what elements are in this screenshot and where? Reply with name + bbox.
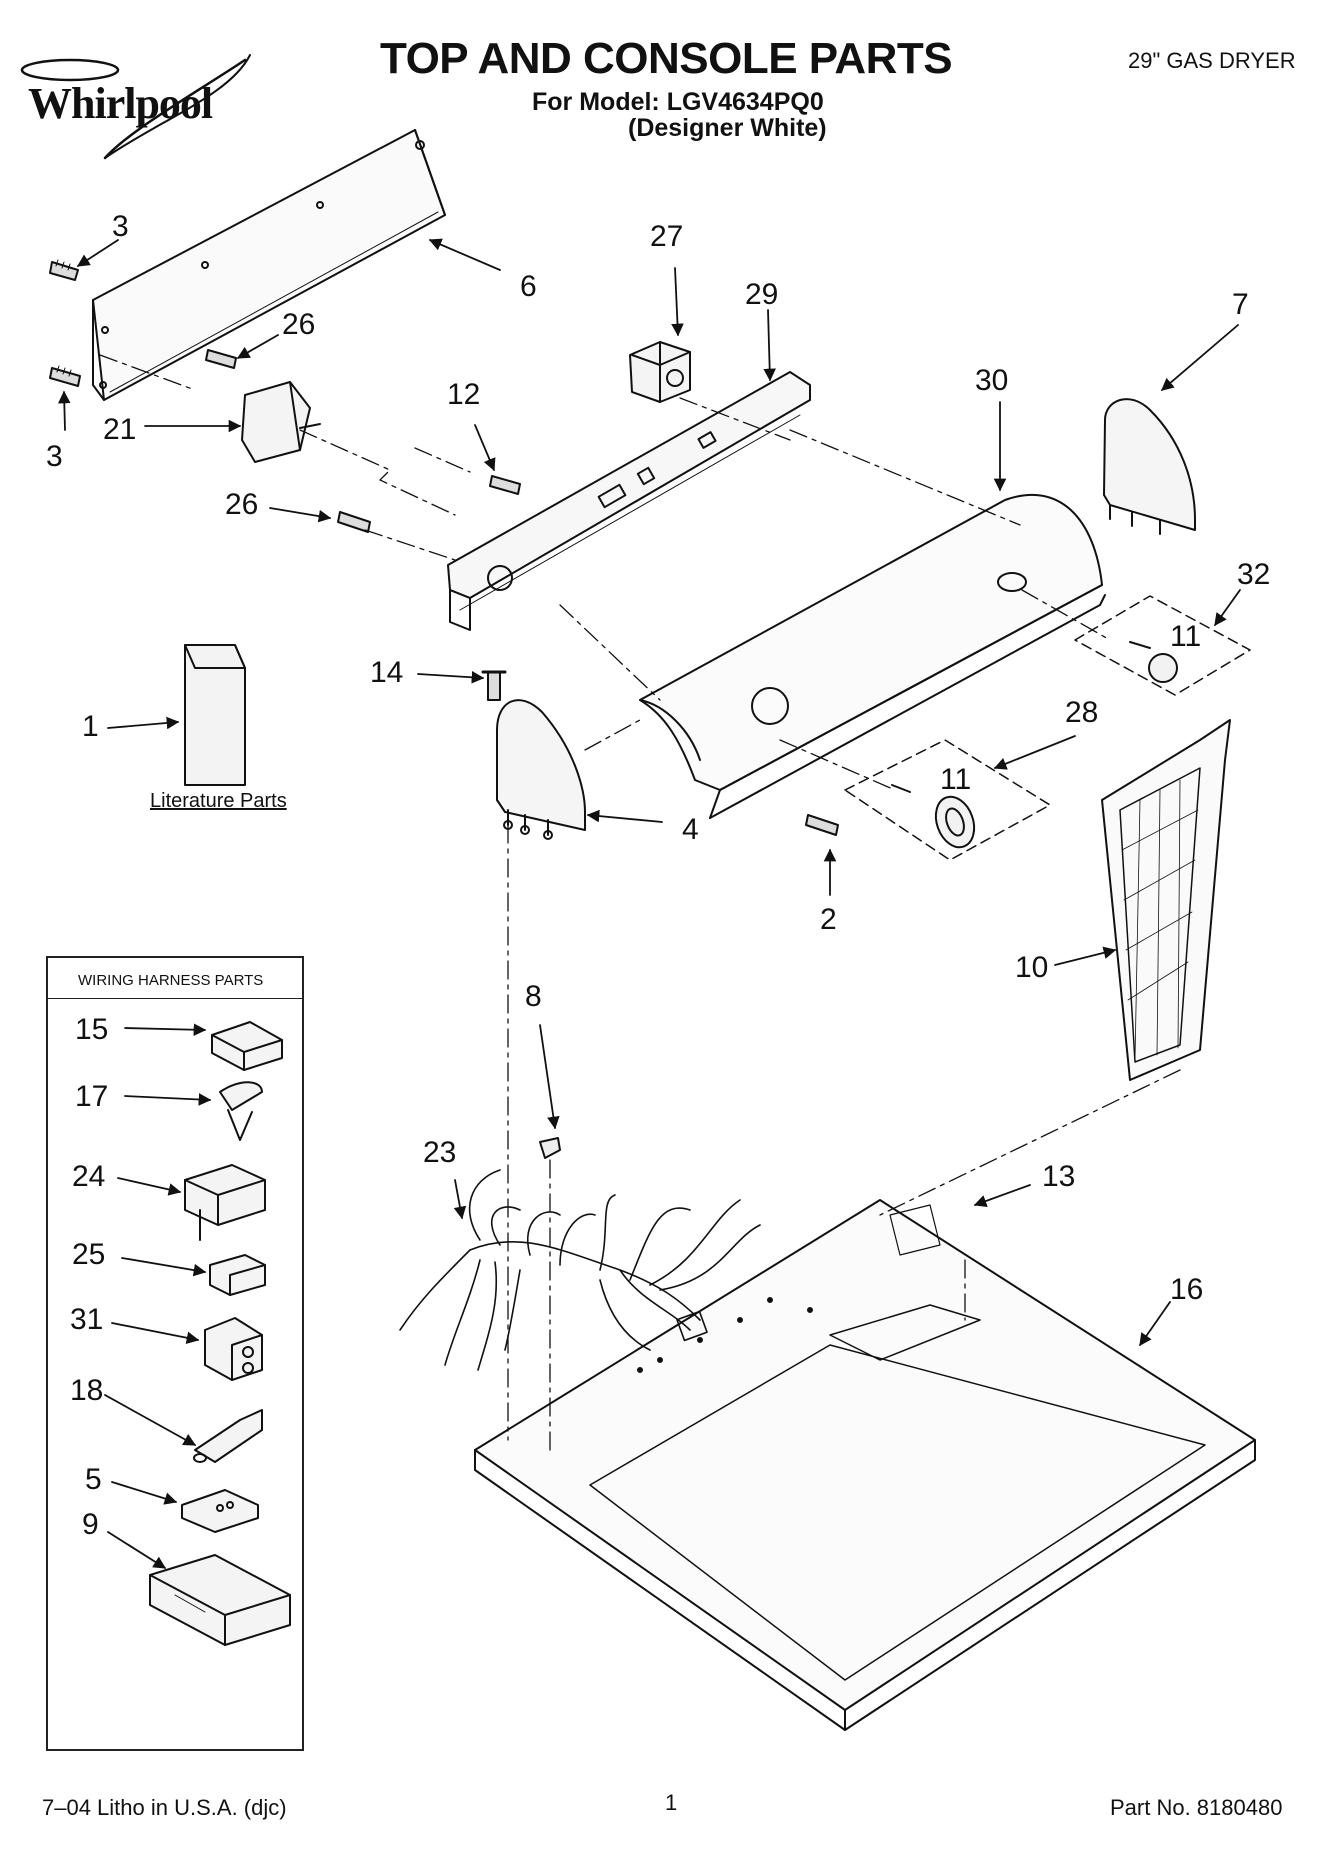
callout-4: 4	[682, 813, 699, 846]
callout-3: 3	[46, 440, 63, 473]
wiring-harness-box	[46, 956, 304, 1751]
model-variant: (Designer White)	[628, 114, 827, 142]
part-3-screw-lower	[49, 365, 81, 387]
part-7-right-end-cap	[1103, 398, 1196, 535]
callout-23: 23	[423, 1136, 457, 1169]
callout-5: 5	[85, 1463, 102, 1496]
callout-21: 21	[103, 413, 137, 446]
part-16-top-panel	[474, 1199, 1256, 1731]
callout-2: 2	[820, 903, 837, 936]
part-2-screw	[805, 814, 839, 836]
wiring-harness-title: WIRING HARNESS PARTS	[78, 972, 264, 989]
part-8-clip	[539, 1137, 561, 1159]
part-24-connector	[184, 1164, 266, 1241]
model-number: For Model: LGV4634PQ0	[532, 88, 824, 116]
brand-wordmark: Whirlpool	[28, 79, 213, 128]
whirlpool-logo	[20, 54, 251, 160]
callout-24: 24	[72, 1160, 106, 1193]
callout-10: 10	[1015, 951, 1049, 984]
callout-17: 17	[75, 1080, 109, 1113]
page-title: TOP AND CONSOLE PARTS	[380, 34, 953, 83]
part-5-connector	[181, 1489, 259, 1533]
part-32-knob-group	[1074, 595, 1251, 696]
part-number: Part No. 8180480	[1110, 1795, 1283, 1820]
part-23-wiring-harness	[399, 1169, 761, 1371]
callout-14: 14	[370, 656, 404, 689]
part-17-clip	[219, 1081, 263, 1141]
part-30-console	[639, 494, 1106, 819]
callout-28: 28	[1065, 696, 1099, 729]
part-14-screw	[481, 670, 507, 701]
callout-32: 32	[1237, 558, 1271, 591]
callout-8: 8	[525, 980, 542, 1013]
callout-29: 29	[745, 278, 779, 311]
part-1-literature	[184, 644, 246, 786]
part-26-screw-upper	[205, 349, 237, 369]
part-12-screw	[489, 475, 521, 495]
callout-30: 30	[975, 364, 1009, 397]
part-15-connector	[211, 1021, 283, 1071]
literature-parts-label: Literature Parts	[150, 790, 287, 812]
part-27-switch	[629, 341, 691, 403]
part-29-console-bracket	[447, 371, 811, 631]
callout-9: 9	[82, 1508, 99, 1541]
callout-7: 7	[1232, 288, 1249, 321]
callout-25: 25	[72, 1238, 106, 1271]
wiring-harness-divider	[46, 998, 304, 999]
callout-26: 26	[225, 488, 259, 521]
footer-litho: 7–04 Litho in U.S.A. (djc)	[42, 1795, 287, 1820]
product-type: 29" GAS DRYER	[1128, 48, 1296, 73]
part-28-knob-group	[844, 739, 1051, 861]
callout-6: 6	[520, 270, 537, 303]
callout-15: 15	[75, 1013, 109, 1046]
part-10-lint-screen	[1101, 719, 1231, 1081]
callout-18: 18	[70, 1374, 104, 1407]
callout-16: 16	[1170, 1273, 1204, 1306]
callout-11: 11	[1170, 620, 1202, 653]
callout-13: 13	[1042, 1160, 1076, 1193]
part-4-left-end-cap	[496, 699, 586, 840]
part-26-screw-lower	[337, 511, 371, 533]
part-6-back-panel	[92, 129, 446, 401]
page-number: 1	[665, 1790, 678, 1815]
part-3-screw-upper	[49, 259, 79, 281]
callout-1: 1	[82, 710, 99, 743]
callout-27: 27	[650, 220, 684, 253]
part-18-terminal	[193, 1409, 263, 1463]
callout-31: 31	[70, 1303, 104, 1336]
assembly-lines	[99, 354, 1181, 1456]
callout-12: 12	[447, 378, 481, 411]
callout-arrows	[58, 238, 1241, 1569]
part-25-connector	[209, 1254, 266, 1296]
callout-11: 11	[940, 763, 972, 796]
callout-3: 3	[112, 210, 129, 243]
callout-26: 26	[282, 308, 316, 341]
part-9-terminal-block	[149, 1554, 291, 1646]
part-21-switch	[241, 381, 321, 463]
part-31-connector	[204, 1317, 263, 1381]
